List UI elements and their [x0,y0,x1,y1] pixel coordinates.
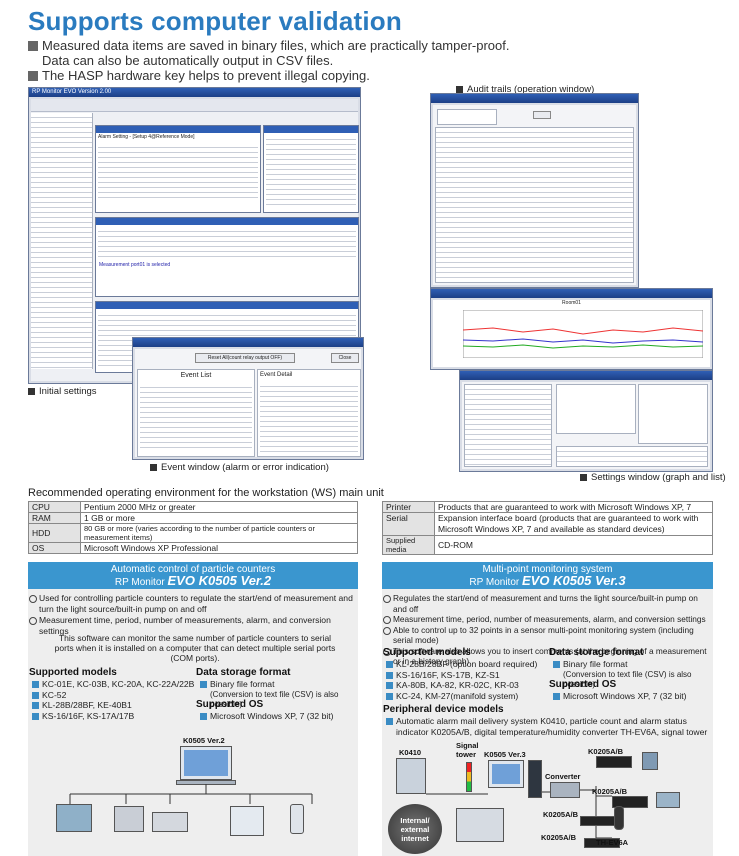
internet-icon: Internal/ external internet [388,804,442,854]
measurement-port-message: Measurement port01 is selected [99,262,171,268]
handheld-counter-icon [290,804,304,834]
event-list-title: Event List [180,372,212,379]
k0205-indicator-icon [612,796,648,808]
intro-bullet: The HASP hardware key helps to prevent i… [28,68,548,83]
left-panel-note: This software can monitor the same numbe… [54,633,336,663]
particle-counter-icon [114,806,144,832]
sensor-icon [656,792,680,808]
left-os-title: Supported OS [196,699,264,710]
left-models-title: Supported models [29,667,117,678]
pc-tower-icon [528,760,542,798]
particle-counter-icon [152,812,188,832]
right-format-title: Data storage format [549,647,644,658]
left-models-list: KC-01E, KC-03B, KC-20A, KC-22A/22B KC-52… [32,679,202,721]
reset-all-button[interactable]: Reset All(count relay output OFF) [195,353,295,363]
caption-event-window: Event window (alarm or error indication) [150,462,329,473]
k0205-indicator-icon [596,756,632,768]
k0410-pc-icon [396,758,426,794]
peripheral-list: Automatic alarm mail delivery system K04… [386,716,712,737]
peripheral-title: Peripheral device models [383,704,504,715]
converter-label: Converter [545,772,581,781]
graph-window: Room01 [430,288,713,370]
particle-counter-icon [230,806,264,836]
page-title: Supports computer validation [28,6,402,36]
sensor-probe-icon [614,806,624,830]
th-ev6a-label: TH-EV6A [596,838,629,847]
caption-initial-settings: Initial settings [28,386,97,397]
right-models-title: Supported models [383,647,471,658]
event-close-button[interactable]: Close [331,353,359,363]
right-format-list: Binary file format(Conversion to text fi… [553,659,713,691]
recommended-title: Recommended operating environment for th… [28,487,384,499]
signal-tower-label: Signal tower [456,741,479,759]
k0410-label: K0410 [399,748,422,757]
left-os-list: Microsoft Windows XP, 7 (32 bit) [200,711,360,722]
k0505-v2-label: K0505 Ver.2 [183,736,225,745]
graph-plot [463,310,703,358]
event-window: Reset All(count relay output OFF) Close … [132,337,364,460]
k0205-label: K0205A/B [541,833,577,842]
list-window [459,370,713,472]
particle-counter-icon [56,804,92,832]
k0205-indicator-icon [580,816,616,826]
monitor-icon [488,760,524,788]
converter-icon [550,782,580,798]
intro-bullet: Data can also be automatically output in… [42,53,334,68]
connection-lines [69,784,313,804]
right-panel-header: Multi-point monitoring system RP Monitor… [382,562,713,589]
intro-bullets: Measured data items are saved in binary … [28,38,548,83]
right-os-title: Supported OS [549,679,617,690]
right-os-list: Microsoft Windows XP, 7 (32 bit) [553,691,713,702]
laptop-icon [180,746,232,780]
right-models-list: KL-28B/28BF (option board required) KS-1… [386,659,556,701]
k0505-v3-label: K0505 Ver.3 [484,750,526,759]
alarm-setting-header: Alarm Setting - [Setup 4@Reference Mode] [98,134,195,140]
k0205-label: K0205A/B [588,747,624,756]
k0205-label: K0205A/B [592,787,628,796]
right-panel-bullets: Regulates the start/end of measurement a… [383,593,713,667]
cabinet-icon [456,808,504,842]
left-panel-header: Automatic control of particle counters R… [28,562,358,589]
left-format-list: Binary file format(Conversion to text fi… [200,679,360,711]
audit-trail-window [430,93,639,288]
event-detail-title: Event Detail [260,372,293,378]
left-panel-bullets: Used for controlling particle counters t… [29,593,355,637]
caption-audit-trails: Audit trails (operation window) [456,84,594,95]
graph-legend: Room01 [562,300,581,306]
caption-settings-window: Settings window (graph and list) [580,472,726,483]
k0205-indicator-icon [584,838,620,848]
sensor-icon [642,752,658,770]
intro-bullet: Measured data items are saved in binary … [28,38,548,53]
main-window-title: RP Monitor EVO Version 2.00 [32,89,112,95]
signal-tower-icon [466,762,472,792]
left-format-title: Data storage format [196,667,291,678]
k0205-label: K0205A/B [543,810,579,819]
